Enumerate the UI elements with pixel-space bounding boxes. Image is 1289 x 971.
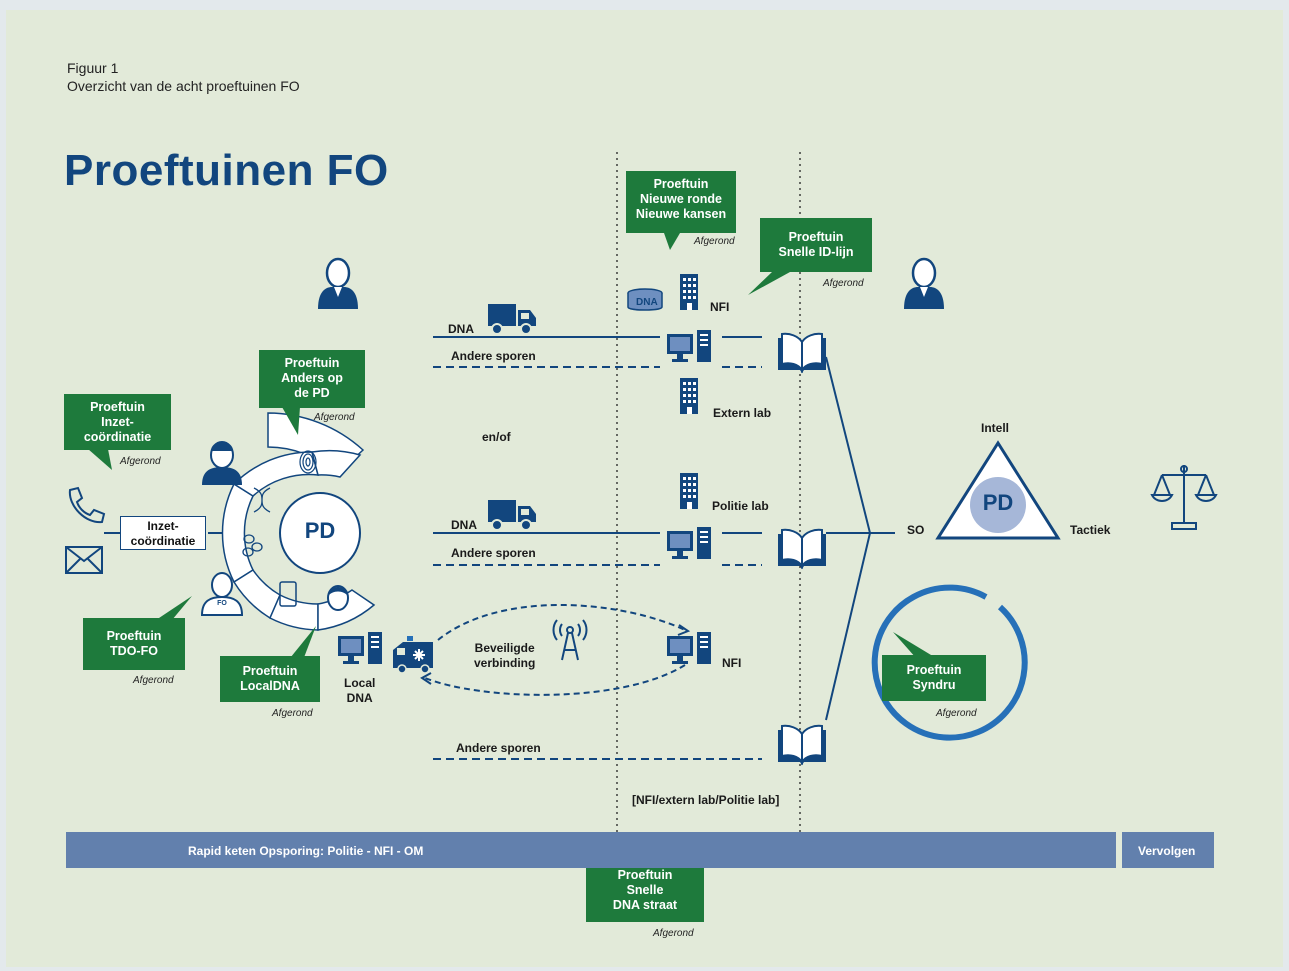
callout-tdo-fo: Proeftuin TDO-FO <box>83 618 185 670</box>
callout-nieuwe-ronde: Proeftuin Nieuwe ronde Nieuwe kansen <box>626 171 736 233</box>
database-label: DNA <box>636 297 658 308</box>
face-icon <box>327 585 349 611</box>
fo-badge: FO <box>217 600 227 607</box>
labs-label: [NFI/extern lab/Politie lab] <box>632 793 780 807</box>
beveiligde-verbinding-label: Beveiligde verbinding <box>474 641 536 670</box>
pd-center-label: PD <box>304 518 336 543</box>
dna-icon <box>253 487 271 513</box>
pd-wheel <box>221 412 376 631</box>
callout-snelle-id-lijn-status: Afgerond <box>823 278 864 289</box>
tablet-icon <box>279 581 297 607</box>
vervolgen-label: Vervolgen <box>1138 844 1196 858</box>
truck-icon <box>487 499 537 531</box>
callout-inzetcoordinatie: Proeftuin Inzet- coördinatie <box>64 394 171 450</box>
andere-sporen-label-3: Andere sporen <box>456 741 541 755</box>
person-icon <box>902 257 946 311</box>
fingerprint-icon <box>299 450 317 474</box>
phone-icon <box>68 486 106 524</box>
so-label: SO <box>907 523 925 537</box>
inzetcoordinatie-box: Inzet- coördinatie <box>120 516 206 550</box>
book-icon <box>777 528 827 570</box>
truck-icon <box>487 303 537 335</box>
figure-card <box>6 10 1283 967</box>
dna-label-1: DNA <box>448 322 474 336</box>
person-icon <box>316 257 360 311</box>
computer-icon <box>338 632 382 664</box>
callout-inzetcoordinatie-status: Afgerond <box>120 456 161 467</box>
andere-sporen-label-2: Andere sporen <box>451 546 536 560</box>
database-icon <box>627 288 663 311</box>
dna-label-2: DNA <box>451 518 477 532</box>
person-icon <box>200 572 244 616</box>
book-icon <box>777 332 827 374</box>
triangle-pd-label: PD <box>982 490 1014 515</box>
cells-icon <box>242 534 263 557</box>
book-icon <box>777 724 827 766</box>
person-icon <box>202 441 242 485</box>
diagram-title: Proeftuinen FO <box>64 146 389 195</box>
syndru-ring <box>871 584 1028 741</box>
callout-syndru-status: Afgerond <box>936 708 977 719</box>
nfi-bottom-label: NFI <box>722 656 742 670</box>
local-dna-label: Local DNA <box>344 676 376 705</box>
andere-sporen-label-1: Andere sporen <box>451 349 536 363</box>
building-icon <box>680 473 698 509</box>
computer-icon <box>667 632 711 664</box>
extern-lab-label: Extern lab <box>713 406 772 420</box>
vervolgen-bar: Vervolgen <box>1122 832 1214 868</box>
callout-localdna: Proeftuin LocalDNA <box>220 656 320 702</box>
rapid-keten-label: Rapid keten Opsporing: Politie - NFI - O… <box>188 844 424 858</box>
figure-caption: Overzicht van de acht proeftuinen FO <box>67 78 300 94</box>
callout-tdo-fo-status: Afgerond <box>133 675 174 686</box>
computer-icon <box>667 527 711 559</box>
intell-label: Intell <box>981 421 1010 435</box>
callout-anders-op-de-pd-status: Afgerond <box>314 412 355 423</box>
antenna-icon <box>552 619 588 661</box>
scales-icon <box>1150 465 1218 530</box>
callout-syndru: Proeftuin Syndru <box>882 655 986 701</box>
callout-snelle-dna-straat-status: Afgerond <box>653 928 694 939</box>
ambulance-icon <box>393 636 433 674</box>
callout-snelle-dna-straat: Proeftuin Snelle DNA straat <box>586 860 704 922</box>
callout-snelle-id-lijn: Proeftuin Snelle ID-lijn <box>760 218 872 272</box>
computer-icon <box>667 330 711 362</box>
intel-triangle <box>935 440 1061 540</box>
rapid-keten-bar: Rapid keten Opsporing: Politie - NFI - O… <box>66 832 1116 868</box>
tactiek-label: Tactiek <box>1070 523 1111 537</box>
callout-nieuwe-ronde-status: Afgerond <box>694 236 735 247</box>
politie-lab-label: Politie lab <box>712 499 769 513</box>
building-icon <box>680 274 698 310</box>
envelope-icon <box>65 546 103 574</box>
nfi-top-label: NFI <box>710 300 730 314</box>
building-icon <box>680 378 698 414</box>
callout-anders-op-de-pd: Proeftuin Anders op de PD <box>259 350 365 408</box>
figure-label: Figuur 1 <box>67 60 119 76</box>
callout-localdna-status: Afgerond <box>272 708 313 719</box>
en-of-label: en/of <box>482 430 511 444</box>
